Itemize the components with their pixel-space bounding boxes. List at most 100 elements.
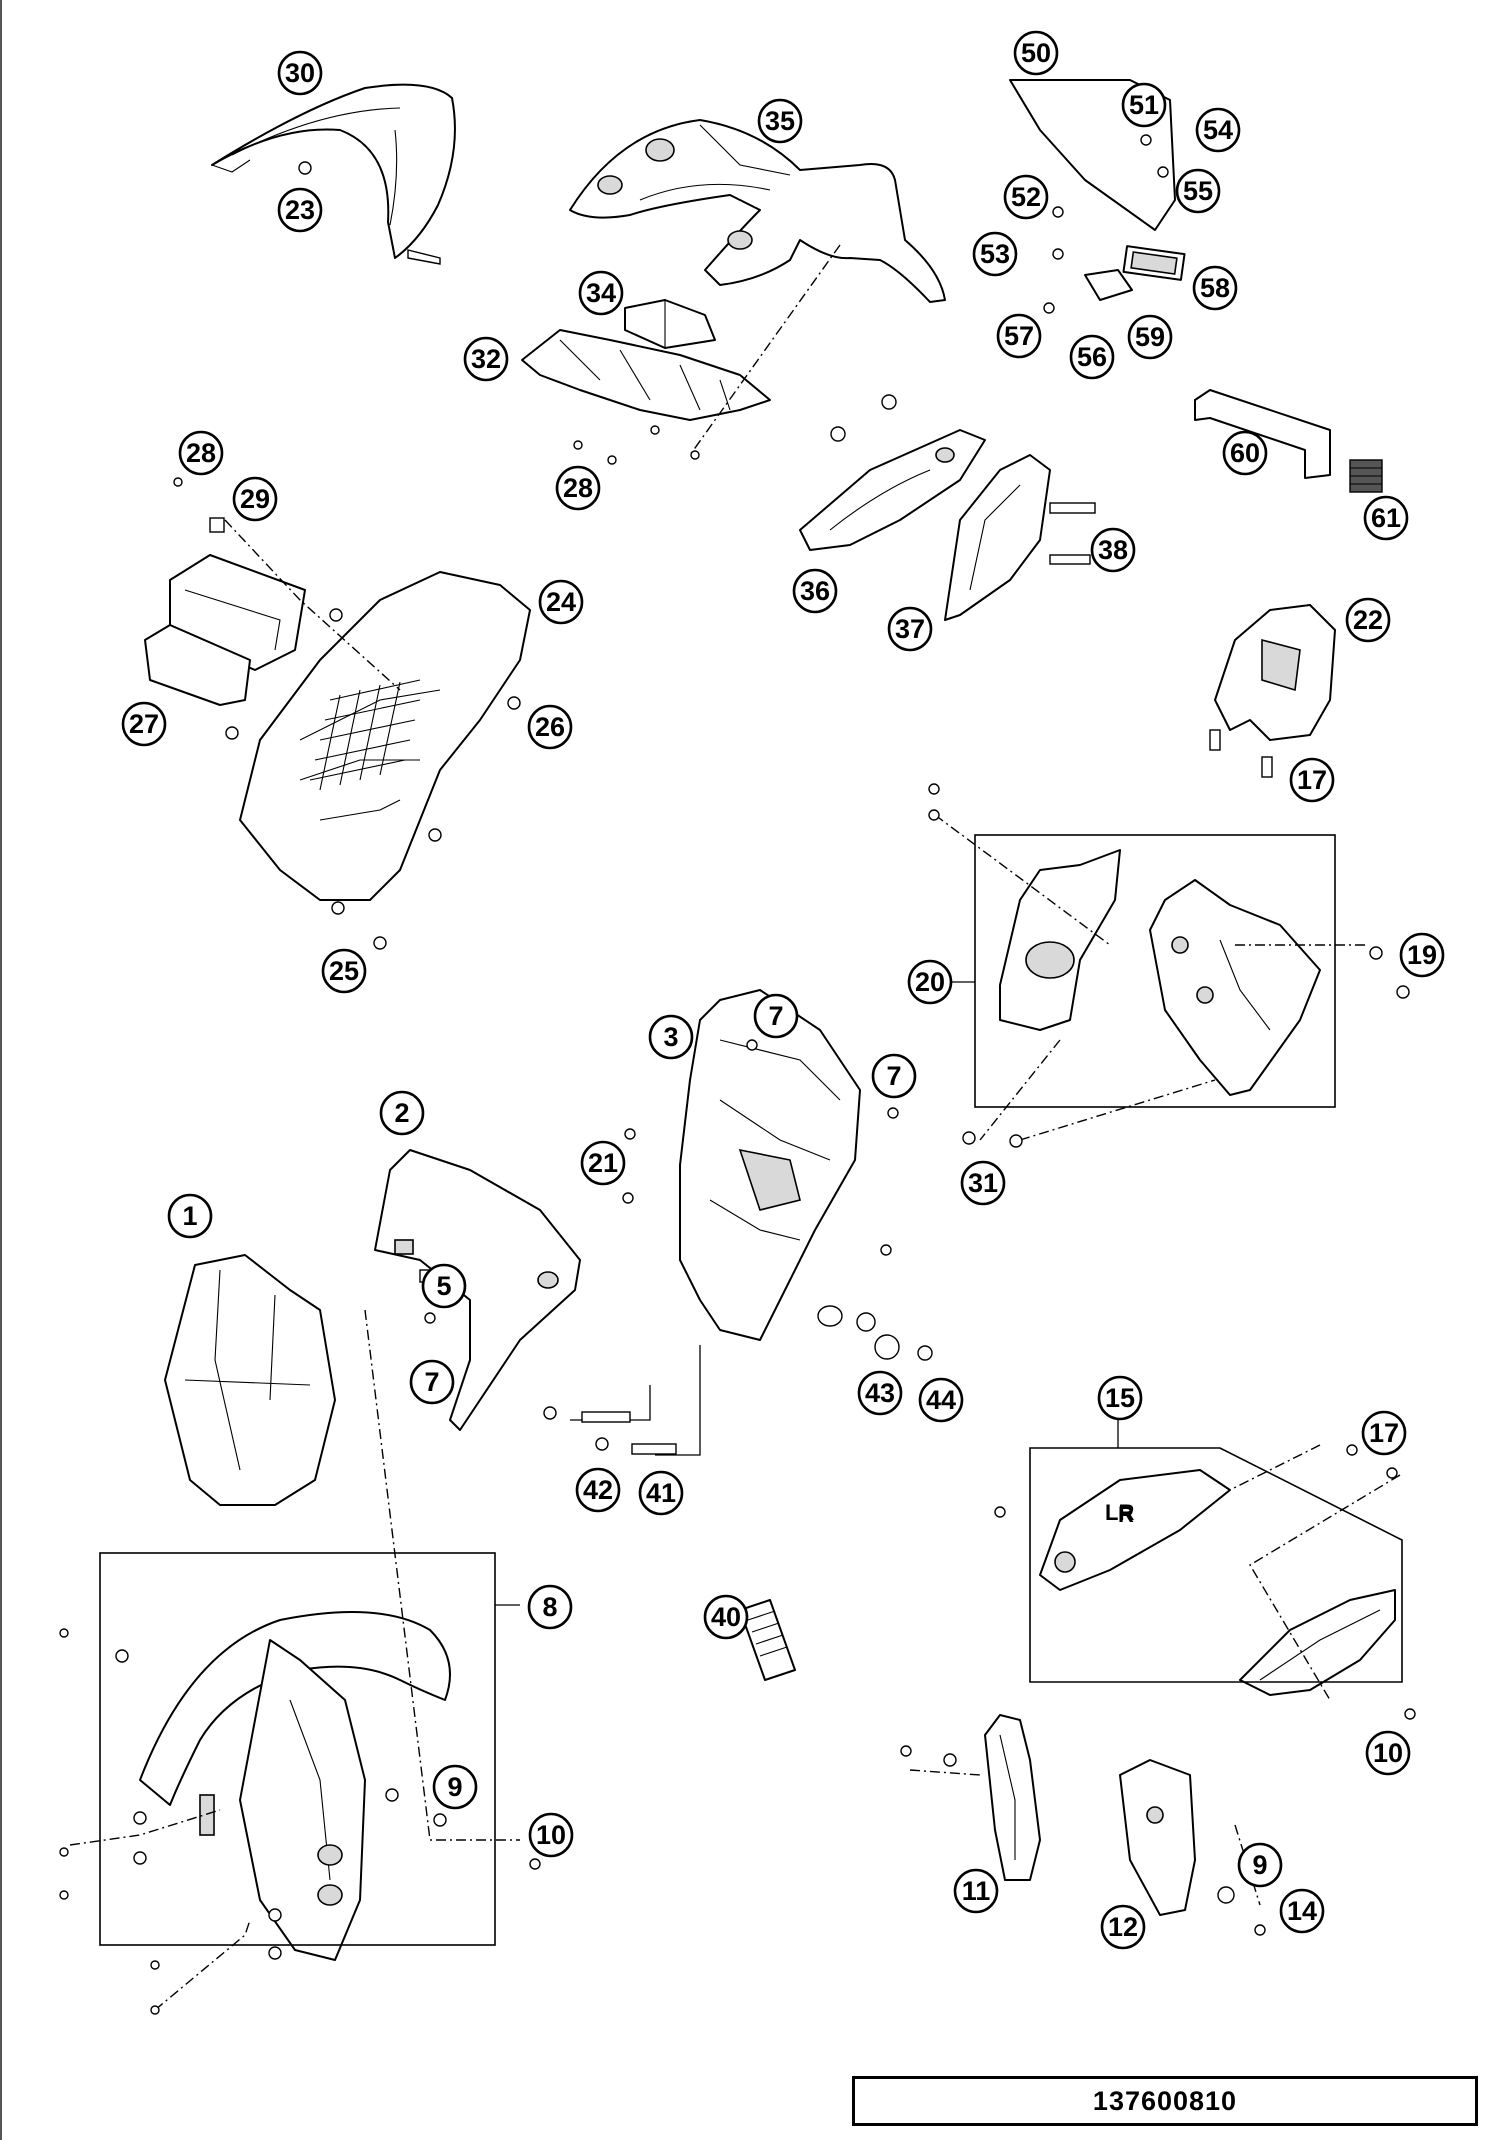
callout-label: 56 [1077,342,1107,372]
callout-label: 23 [285,195,315,225]
callout: 61 [1363,495,1409,541]
part-headlight-mask-bracket [679,989,861,1341]
callout: 59 [1127,314,1173,360]
callout: 29 [232,476,278,522]
callout: 15 [1097,1375,1143,1421]
callout-label: 22 [1353,605,1383,635]
callout-label: 20 [915,967,945,997]
drawing-number: 137600810 [1092,2085,1238,2116]
callout: 23 [277,187,323,233]
part-fork-guard-right [1119,1759,1196,1916]
callout: 57 [996,313,1042,359]
callout: 44 [918,1377,964,1423]
decal-r: R [1118,1502,1134,1527]
callout-label: 7 [424,1367,439,1397]
callout-label: 26 [535,712,565,742]
callout: 28 [178,430,224,476]
callout: 27 [121,701,167,747]
callout: 40 [703,1594,749,1640]
callout-label: 25 [329,956,359,986]
part-fork-guard-left [984,1714,1041,1881]
callout: 58 [1192,265,1238,311]
callout-label: 29 [240,484,270,514]
callout-label: 50 [1021,38,1051,68]
part-tank-panel-right [1149,879,1321,1096]
callout-label: 38 [1098,535,1128,565]
decal-lr: LR [1105,1500,1134,1525]
part-headlight-mask [164,1254,336,1506]
callout-label: 28 [186,438,216,468]
callout: 24 [538,579,584,625]
callout: 10 [1365,1730,1411,1776]
callout-label: 55 [1183,176,1213,206]
callout: 50 [1013,30,1059,76]
callout-label: 58 [1200,273,1230,303]
callout-label: 9 [447,1772,462,1802]
callout: 8 [527,1584,573,1630]
fasteners [59,134,1416,2015]
callout-label: 35 [765,106,795,136]
callout: 43 [857,1370,903,1416]
callout: 26 [527,704,573,750]
part-seat-cowl [211,83,456,259]
callout: 36 [792,568,838,614]
callout-label: 51 [1129,90,1159,120]
callout-label: 57 [1004,321,1034,351]
part-inner-tray [521,299,771,421]
callout: 41 [638,1470,684,1516]
part-side-cover-left [799,429,986,551]
callout: 30 [277,50,323,96]
part-rear-mudguard [239,571,531,901]
callout-label: 11 [962,1876,991,1906]
part-bracket [1194,389,1383,493]
part-rubber-pad [739,1599,796,1681]
callout: 28 [555,465,601,511]
callout: 7 [753,993,799,1039]
callout: 60 [1222,430,1268,476]
part-radiator-spoiler-left: LR [1039,1469,1231,1591]
callout: 9 [1237,1842,1283,1888]
callout-label: 8 [542,1592,557,1622]
assembly-frame-20 [974,834,1336,1108]
callout: 19 [1399,932,1445,978]
callout-label: 19 [1407,940,1437,970]
callout: 37 [887,606,933,652]
callout-label: 32 [471,344,501,374]
assembly-frame-15 [1029,1447,1403,1683]
assembly-frame-8 [99,1552,496,1946]
callout: 53 [972,231,1018,277]
callout: 14 [1279,1888,1325,1934]
callout: 17 [1289,757,1335,803]
callout: 10 [528,1812,574,1858]
callout-label: 21 [588,1148,618,1178]
callout: 9 [432,1764,478,1810]
callout-label: 5 [436,1271,451,1301]
part-front-fender [139,1611,451,1961]
callout-label: 10 [1373,1738,1403,1768]
callout: 56 [1069,334,1115,380]
part-tail-cover [569,119,946,303]
callout: 1 [167,1193,213,1239]
part-side-cover-right [944,454,1051,621]
callout-label: 27 [129,709,159,739]
callout-label: 14 [1287,1896,1317,1926]
callout-label: 61 [1371,503,1401,533]
callout-label: 53 [980,239,1010,269]
callout-label: 36 [800,576,830,606]
callout-label: 37 [895,614,925,644]
part-chain-guard [1214,604,1336,741]
callout: 7 [871,1053,917,1099]
drawing-number-box: 137600810 [852,2076,1478,2126]
callout-label: 17 [1297,765,1327,795]
callout-label: 28 [563,473,593,503]
callout: 11 [953,1868,999,1914]
callout-label: 59 [1135,322,1165,352]
callout: 35 [757,98,803,144]
callout: 5 [421,1263,467,1309]
grille-pattern [309,679,421,791]
callout-label: 40 [711,1602,741,1632]
callout-label: 34 [586,278,616,308]
callout: 34 [578,270,624,316]
callout-label: 52 [1011,182,1041,212]
